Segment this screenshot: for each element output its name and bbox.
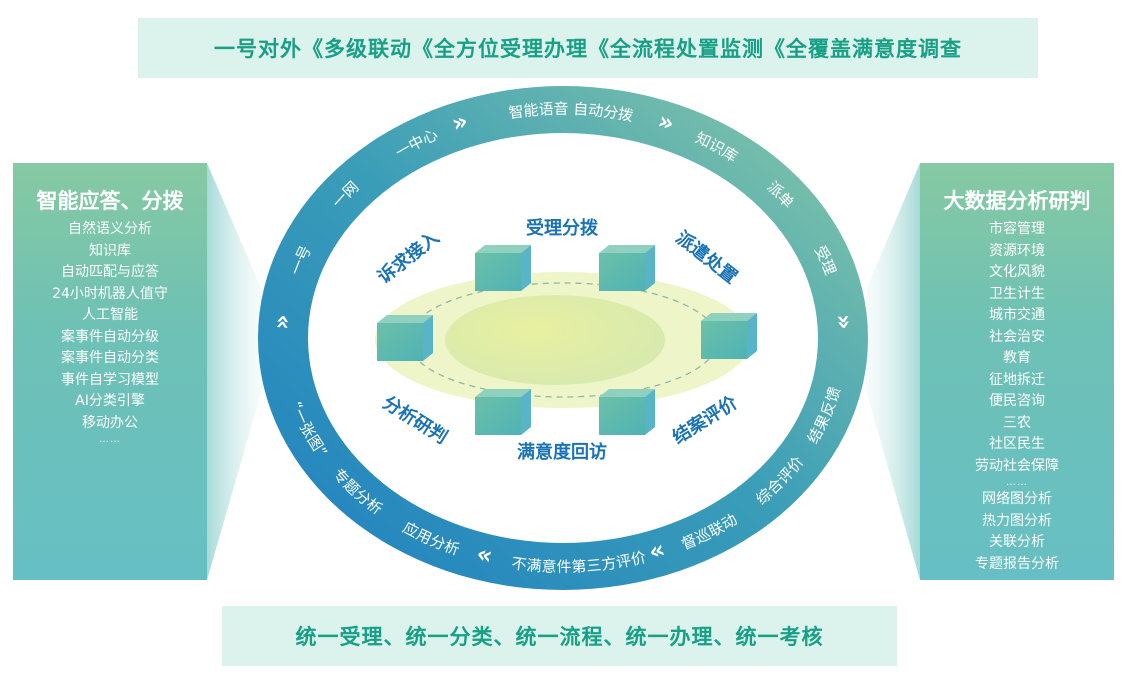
panel-item: 市容管理 [989,221,1045,237]
left-panel-title: 智能应答、分拨 [36,189,184,213]
panel-item: 资源环境 [989,242,1045,259]
panel-item: 自然语义分析 [68,221,152,237]
left-connector [207,163,262,580]
panel-item: 社区民生 [989,436,1045,452]
top-banner: 一号对外《多级联动《全方位受理办理《全流程处置监测《全覆盖满意度调查 [138,18,1038,78]
panel-item: 社会治安 [989,328,1045,345]
stage-label: 受理分拨 [526,217,599,239]
inner-platform [445,295,665,385]
panel-item: 移动办公 [82,414,138,431]
chevron-icon: » [830,313,859,331]
panel-item: 劳动社会保障 [975,457,1059,474]
panel-item: 卫生计生 [989,285,1045,302]
right-connector [866,163,920,580]
panel-item: AI分类引擎 [75,393,145,409]
process-cube [475,245,531,291]
panel-item: 知识库 [89,242,131,259]
panel-item: 城市交通 [989,307,1045,323]
process-cube [377,315,433,361]
panel-item: 专题报告分析 [975,555,1059,572]
process-cube [475,389,531,435]
panel-item: 热力图分析 [982,512,1052,529]
right-more-2: …… [1006,575,1028,586]
panel-item: 案事件自动分级 [61,328,159,345]
stage-label: 满意度回访 [517,441,607,463]
panel-item: 教育 [1003,350,1031,366]
panel-item: 案事件自动分类 [61,350,159,366]
bottom-banner: 统一受理、统一分类、统一流程、统一办理、统一考核 [222,606,897,666]
panel-item: 征地拆迁 [989,371,1045,388]
panel-item: 文化风貌 [989,264,1045,280]
panel-item: 便民咨询 [989,393,1045,409]
panel-item: 事件自学习模型 [61,371,159,388]
right-panel-title: 大数据分析研判 [943,189,1091,213]
process-cube [599,389,655,435]
chevron-icon: « [474,539,496,570]
process-cube [701,313,757,359]
left-more: …… [99,434,121,445]
right-more-1: …… [1006,477,1028,488]
panel-item: 自动匹配与应答 [61,264,159,280]
chevron-icon: « [645,535,668,566]
panel-item: 三农 [1003,414,1031,431]
panel-item: 人工智能 [82,307,138,323]
panel-item: 24小时机器人值守 [52,285,168,302]
process-cube [599,245,655,291]
panel-item: 网络图分析 [982,491,1052,507]
panel-item: 关联分析 [989,534,1045,550]
right-panel: 大数据分析研判 市容管理资源环境文化风貌卫生计生城市交通社会治安教育征地拆迁便民… [920,163,1114,586]
left-panel: 智能应答、分拨 自然语义分析知识库自动匹配与应答 24小时机器人值守人工智能案事件… [13,163,207,580]
chevron-icon: » [267,313,296,331]
